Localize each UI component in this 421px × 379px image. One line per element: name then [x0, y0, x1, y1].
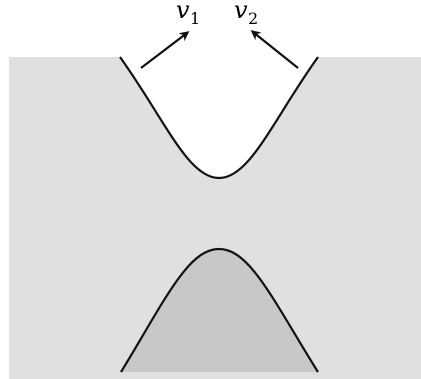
upper-cavity-region — [120, 57, 318, 178]
label-v1-subscript: 1 — [190, 9, 200, 28]
label-v2: v 2 · — [234, 0, 258, 28]
lower-lobe-region — [121, 249, 318, 372]
label-v2-subscript: 2 — [248, 9, 258, 28]
upper-boundary-curve — [119, 56, 319, 180]
velocity-arrow-v1 — [140, 31, 190, 69]
label-v2-symbol: v — [234, 0, 248, 24]
v1-dot-accent: · — [180, 0, 184, 8]
label-v1: v 1 · — [176, 0, 200, 28]
velocity-arrow-v2 — [250, 30, 299, 69]
label-v1-symbol: v — [176, 0, 190, 24]
v2-dot-accent: · — [238, 0, 242, 8]
lower-boundary-curve — [120, 247, 319, 373]
